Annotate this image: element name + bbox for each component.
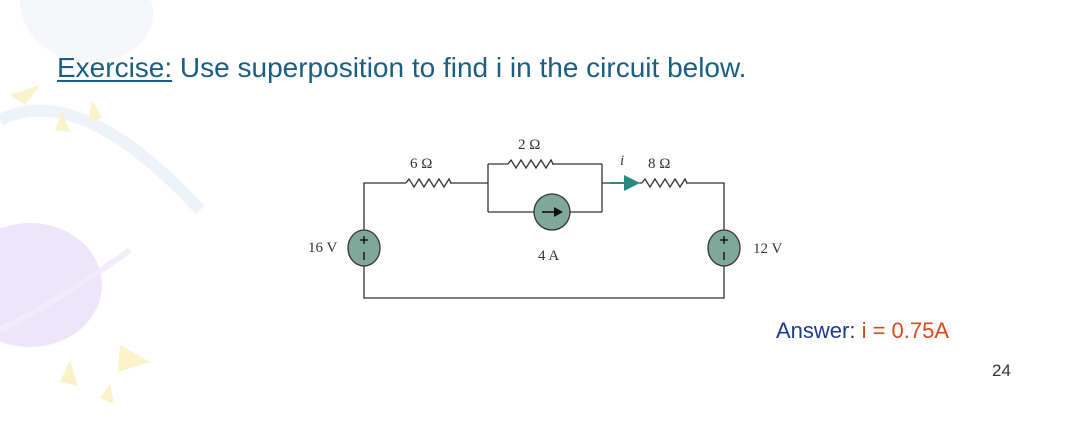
resistor-6-ohm: [405, 177, 452, 189]
balloon-top-left: [20, 0, 154, 62]
current-source-4a: [533, 193, 571, 231]
streak-purple: [0, 247, 132, 333]
star-yellow-2: [55, 112, 70, 132]
star-yellow-1: [10, 85, 40, 105]
wire-left-top: [363, 182, 406, 233]
slide-title: Exercise: Use superposition to find i in…: [57, 52, 746, 84]
circuit-diagram: 6 Ω 2 Ω i 8 Ω 4 A 16 V 12 V: [308, 137, 782, 299]
label-12v: 12 V: [753, 241, 782, 257]
voltage-source-12v: [707, 229, 741, 267]
streak-left: [0, 104, 205, 215]
answer-line: Answer: i = 0.75A: [776, 318, 949, 344]
label-2-ohm: 2 Ω: [518, 137, 540, 153]
balloon-purple: [0, 223, 102, 347]
answer-label: Answer:: [776, 318, 856, 343]
star-yellow-5: [60, 360, 78, 386]
wire-right-top: [686, 182, 725, 233]
resistor-8-ohm: [641, 177, 688, 189]
label-current-i: i: [620, 153, 624, 169]
title-prefix: Exercise:: [57, 52, 173, 83]
title-text: Use superposition to find i in the circu…: [172, 52, 747, 83]
star-yellow-6: [100, 384, 114, 404]
label-8-ohm: 8 Ω: [648, 156, 670, 172]
resistor-2-ohm: [507, 158, 554, 170]
star-yellow-3: [88, 100, 102, 122]
star-yellow-4: [118, 345, 150, 372]
label-6-ohm: 6 Ω: [410, 156, 432, 172]
label-16v: 16 V: [308, 240, 337, 256]
page-number: 24: [992, 361, 1011, 380]
wire-left-bottom: [363, 263, 725, 299]
label-4a: 4 A: [538, 248, 559, 264]
answer-value: i = 0.75A: [855, 318, 950, 343]
voltage-source-16v: [347, 229, 381, 267]
